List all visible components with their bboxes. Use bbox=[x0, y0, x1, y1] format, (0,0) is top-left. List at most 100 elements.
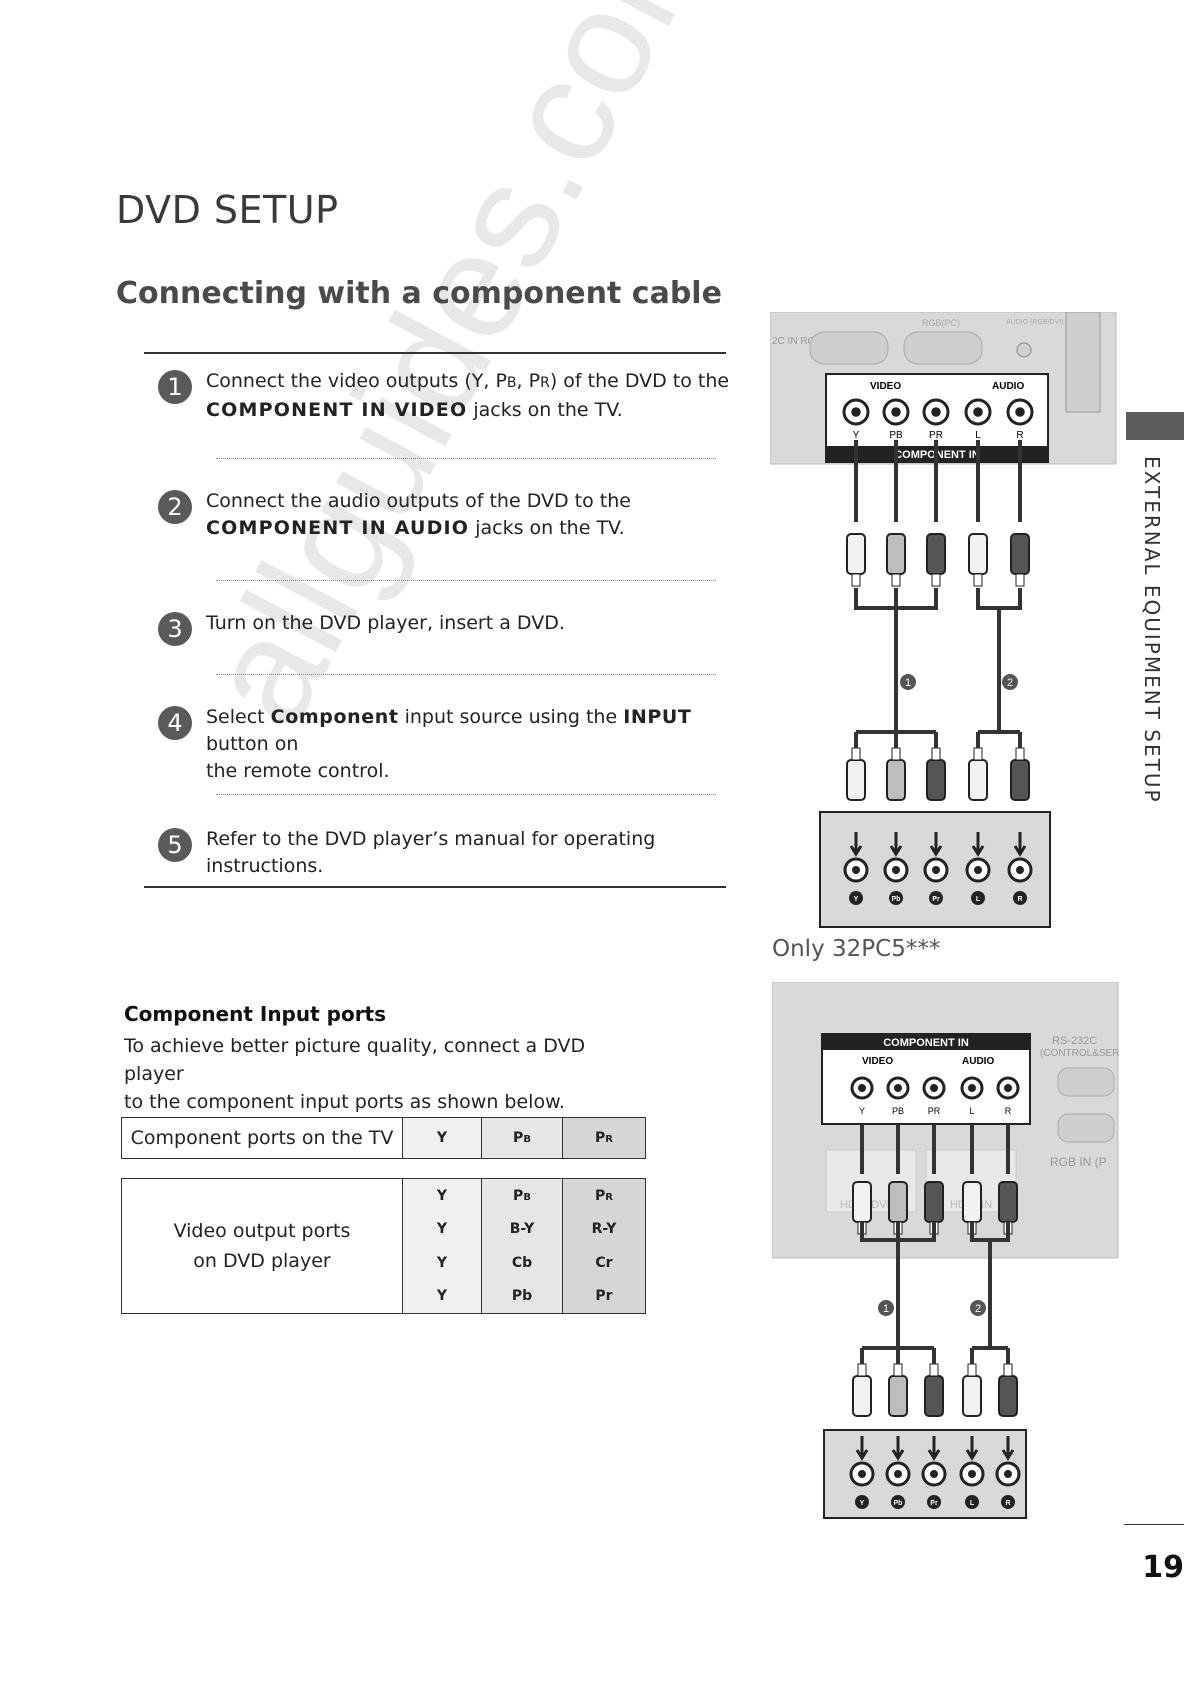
rgb-port-icon bbox=[903, 331, 983, 365]
step-4: 4 Select Component input source using th… bbox=[158, 704, 738, 782]
rca-plug-icon bbox=[924, 1375, 944, 1417]
rca-tip-icon bbox=[967, 1363, 977, 1377]
step-text: Select Component input source using the … bbox=[206, 706, 692, 782]
step-1: 1 Connect the video outputs (Y, PB, PR) … bbox=[158, 368, 738, 448]
jack-center-icon bbox=[931, 407, 941, 417]
section-label: EXTERNAL EQUIPMENT SETUP bbox=[1140, 456, 1164, 804]
rca-plug-icon bbox=[924, 1181, 944, 1223]
dotted-divider bbox=[216, 458, 716, 459]
audio-label: AUDIO bbox=[962, 1056, 994, 1067]
rca-tip-icon bbox=[891, 573, 901, 587]
step-text: Connect the video outputs (Y, PB, PR) of… bbox=[206, 370, 730, 421]
jack-center-icon bbox=[1015, 407, 1025, 417]
rs232-port-icon bbox=[1057, 1067, 1115, 1097]
rca-tip-icon bbox=[929, 1363, 939, 1377]
rca-tip-icon bbox=[851, 747, 861, 761]
jack-center-icon bbox=[851, 407, 861, 417]
jack-badge-label: Pb bbox=[892, 896, 901, 903]
jack-center-icon bbox=[968, 1470, 976, 1478]
table-cell: PB bbox=[481, 1178, 563, 1213]
jack-badge-icon bbox=[965, 1495, 979, 1509]
rca-plug-icon bbox=[926, 533, 946, 575]
tv-ports-table: Component ports on the TV Y PB PR bbox=[121, 1117, 646, 1159]
jack-center-icon bbox=[894, 1084, 902, 1092]
dvd-ports-table: Video output ports on DVD player Y PB PR… bbox=[121, 1178, 646, 1315]
rgb-port-icon bbox=[1057, 1113, 1115, 1143]
table-cell: B-Y bbox=[481, 1212, 563, 1246]
arrow-icon bbox=[971, 832, 985, 857]
page-title: DVD SETUP bbox=[116, 188, 339, 232]
jack-center-icon bbox=[1004, 1470, 1012, 1478]
table-row: Y B-Y R-Y bbox=[122, 1212, 646, 1246]
jack-center-icon bbox=[891, 407, 901, 417]
rca-plug-icon bbox=[998, 1375, 1018, 1417]
page-number: 19 bbox=[1142, 1550, 1184, 1585]
table-row: Video output ports on DVD player Y PB PR bbox=[121, 1178, 646, 1314]
rca-plug-icon bbox=[846, 533, 866, 575]
dotted-divider bbox=[216, 794, 716, 795]
step-3: 3 Turn on the DVD player, insert a DVD. bbox=[158, 610, 738, 650]
rca-tip-icon bbox=[931, 573, 941, 587]
video-label: VIDEO bbox=[870, 381, 901, 392]
rca-tip-icon bbox=[1003, 1363, 1013, 1377]
jack-badge-icon bbox=[855, 1495, 869, 1509]
svg-text:AUDIO (RGB/DVI): AUDIO (RGB/DVI) bbox=[1006, 319, 1064, 326]
rs232-port-icon bbox=[809, 331, 889, 365]
step-number: 5 bbox=[158, 828, 192, 862]
jack-label: PB bbox=[892, 1106, 904, 1116]
rca-tip-icon bbox=[857, 1363, 867, 1377]
table-cell: Y bbox=[402, 1279, 482, 1315]
jack-center-icon bbox=[968, 1084, 976, 1092]
step-number: 2 bbox=[158, 490, 192, 524]
rca-plug-icon bbox=[1010, 759, 1030, 801]
table-cell: R-Y bbox=[562, 1212, 646, 1246]
audio-jack-icon bbox=[1016, 342, 1032, 358]
jack-badge-label: Y bbox=[854, 896, 859, 903]
connection-diagram-1: 2C IN ROL) RGB(PC) AUDIO (RGB/DVI) VIDEO… bbox=[770, 312, 1117, 928]
table-cell: PR bbox=[562, 1117, 646, 1159]
cable-bundle bbox=[976, 588, 1022, 610]
step-number: 1 bbox=[158, 370, 192, 404]
jack-label: PR bbox=[928, 1106, 941, 1116]
rca-plug-icon bbox=[888, 1181, 908, 1223]
scart-port-icon bbox=[1065, 312, 1101, 413]
keyword-component-in-video: COMPONENT IN VIDEO bbox=[206, 399, 468, 421]
arrow-icon bbox=[929, 832, 943, 857]
step-text: Connect the audio outputs of the DVD to … bbox=[206, 490, 631, 539]
jack-label: Y bbox=[853, 430, 860, 441]
jack-center-icon bbox=[930, 1470, 938, 1478]
jack-badge-icon bbox=[891, 1495, 905, 1509]
jack-label: Y bbox=[859, 1106, 865, 1116]
jack-badge-icon bbox=[929, 891, 943, 905]
table-cell: Cr bbox=[562, 1245, 646, 1280]
jack-badge-icon bbox=[849, 891, 863, 905]
cable-bundle bbox=[854, 588, 938, 610]
rca-plug-icon bbox=[888, 1375, 908, 1417]
rs232-label: 2C IN ROL) bbox=[772, 336, 824, 347]
steps-bottom-rule bbox=[144, 886, 726, 888]
arrow-icon bbox=[927, 1436, 941, 1461]
jack-center-icon bbox=[894, 1470, 902, 1478]
audio-label: AUDIO bbox=[992, 381, 1024, 392]
arrow-icon bbox=[855, 1436, 869, 1461]
jack-badge-icon bbox=[927, 1495, 941, 1509]
marker-icon bbox=[1002, 674, 1018, 690]
table-cell: Cb bbox=[481, 1245, 563, 1280]
step-text: Turn on the DVD player, insert a DVD. bbox=[206, 612, 565, 634]
table-cell: PB bbox=[481, 1117, 563, 1159]
svg-text:RGB IN (P: RGB IN (P bbox=[1050, 1155, 1107, 1169]
jack-badge-label: Pr bbox=[930, 1500, 938, 1507]
jack-center-icon bbox=[1016, 866, 1024, 874]
rca-tip-icon bbox=[891, 747, 901, 761]
rca-plug-icon bbox=[852, 1375, 872, 1417]
jack-center-icon bbox=[974, 866, 982, 874]
dotted-divider bbox=[216, 674, 716, 675]
svg-text:(CONTROL&SER: (CONTROL&SER bbox=[1040, 1048, 1119, 1059]
jack-center-icon bbox=[858, 1470, 866, 1478]
rca-plug-icon bbox=[846, 759, 866, 801]
jack-badge-icon bbox=[889, 891, 903, 905]
